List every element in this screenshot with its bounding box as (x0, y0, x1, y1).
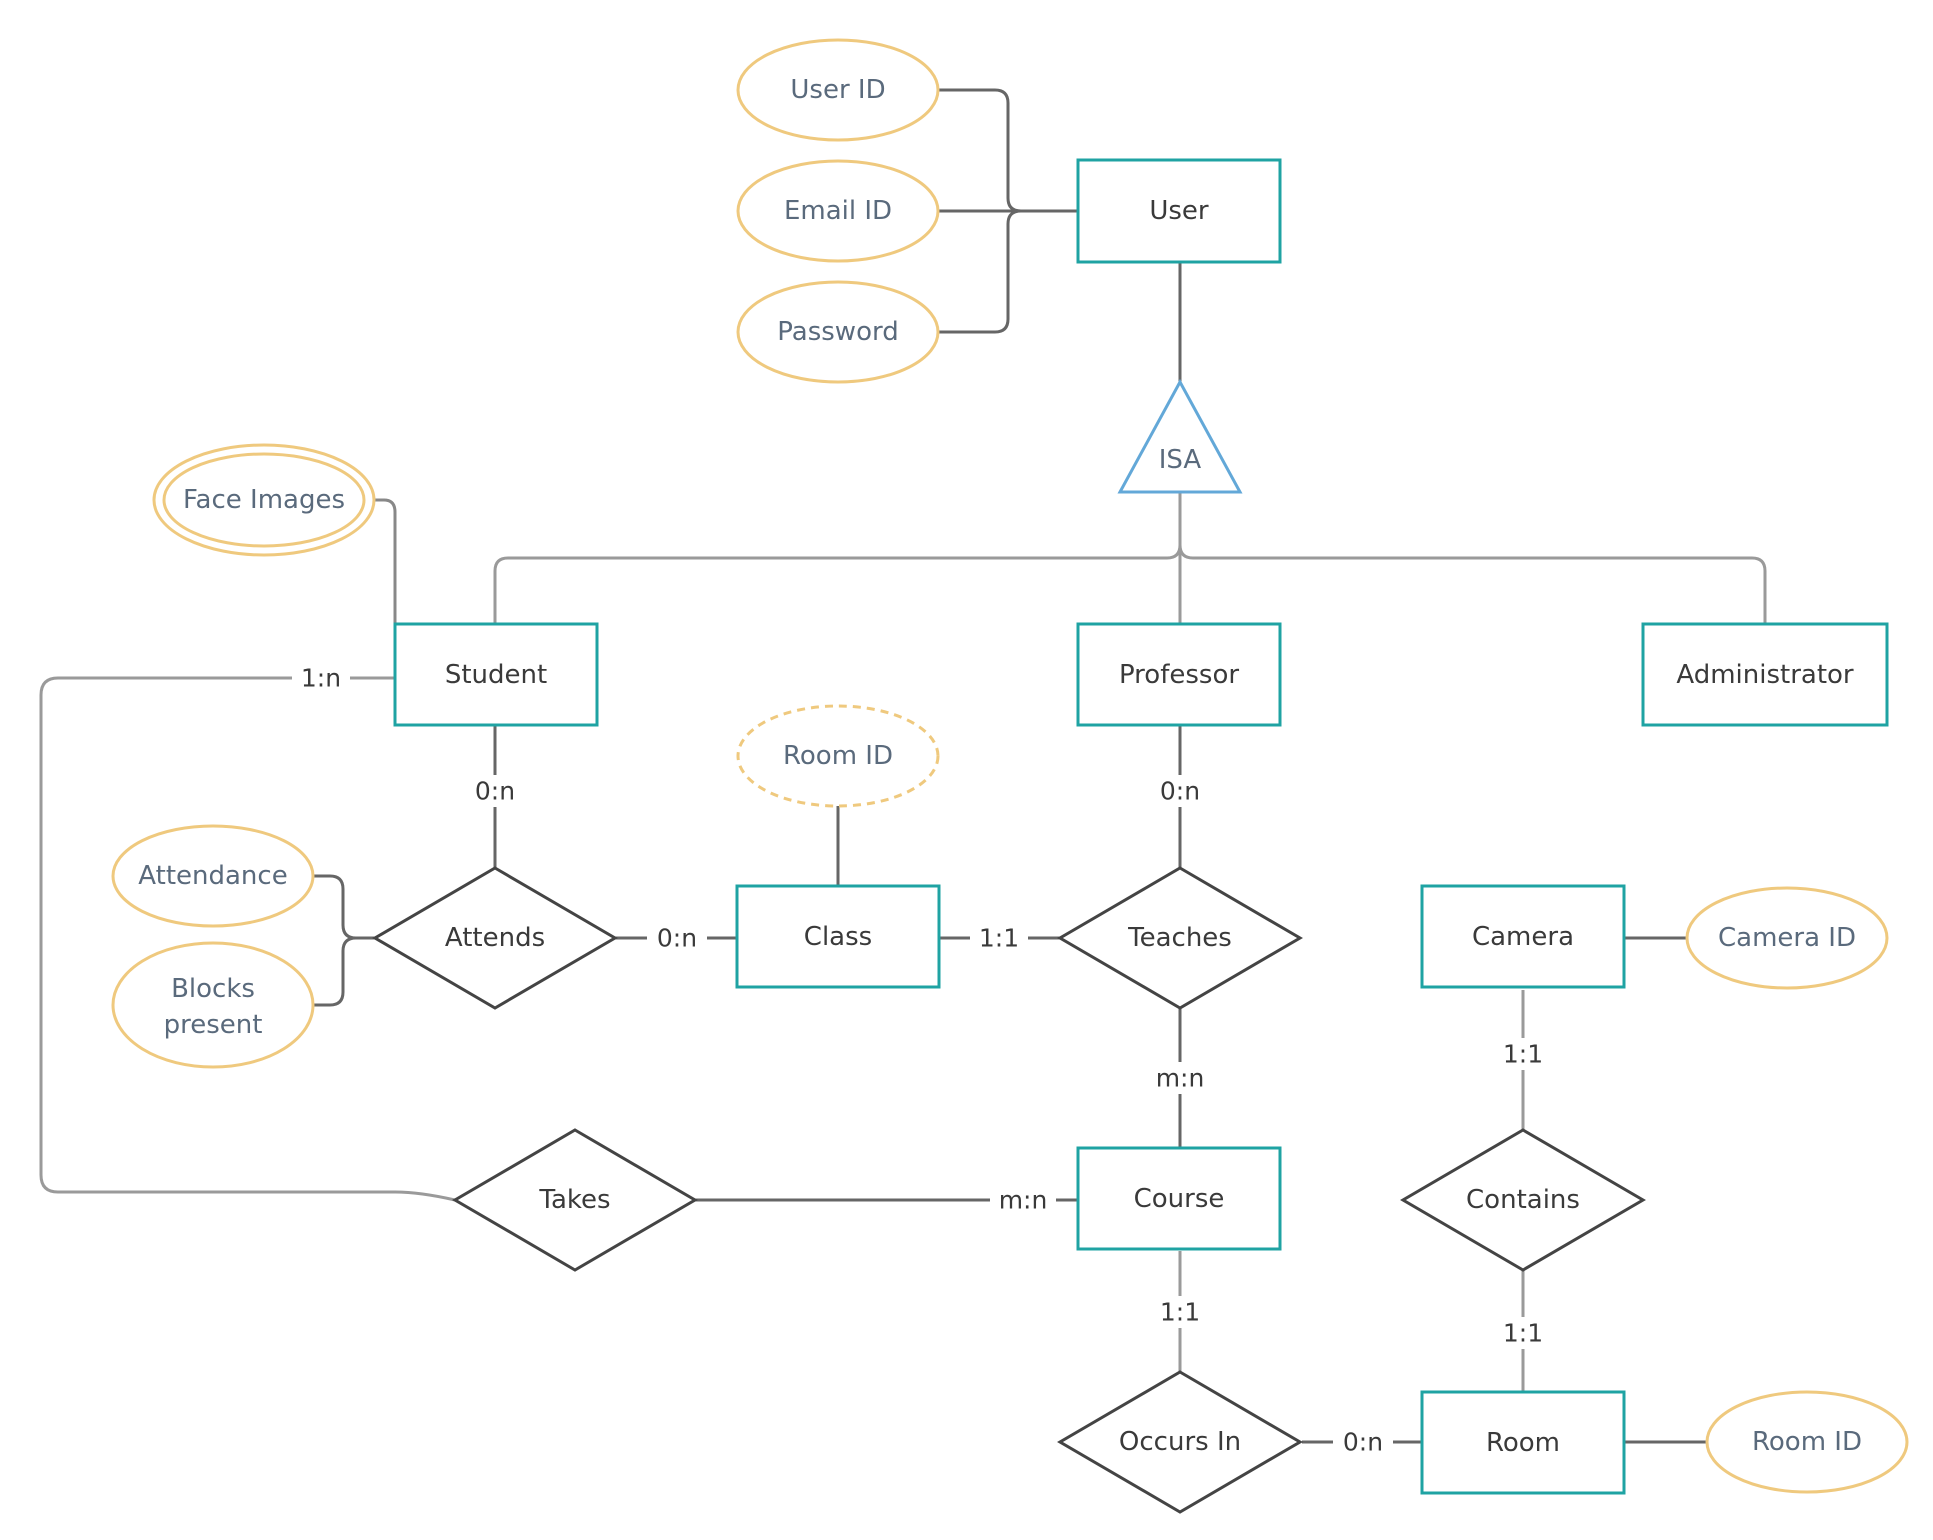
svg-text:1:1: 1:1 (1160, 1298, 1200, 1327)
svg-text:Room: Room (1486, 1428, 1560, 1458)
card-professor-teaches: 0:n (1150, 775, 1210, 807)
line-blocks-attends (312, 936, 375, 1007)
svg-text:0:n: 0:n (1160, 777, 1200, 806)
attribute-face-images-multivalued[interactable]: Face Images (152, 443, 376, 557)
svg-text:1:n: 1:n (301, 664, 341, 693)
svg-text:Takes: Takes (538, 1185, 610, 1215)
entity-course[interactable]: Course (1076, 1146, 1282, 1251)
attribute-user-id[interactable]: User ID (736, 38, 940, 142)
relationship-occurs-in[interactable]: Occurs In (1057, 1370, 1303, 1514)
svg-text:User ID: User ID (790, 75, 885, 105)
line-userid-user (938, 88, 1078, 213)
svg-text:Administrator: Administrator (1676, 660, 1854, 690)
cardinality-labels: 1:n 0:n 0:n 0:n 1:1 m:n m:n 1:1 (292, 662, 1552, 1458)
entity-room[interactable]: Room (1420, 1390, 1626, 1495)
line-faceimages-student (372, 498, 397, 624)
svg-text:User: User (1149, 196, 1209, 226)
svg-text:Attends: Attends (445, 923, 545, 953)
svg-text:0:n: 0:n (475, 777, 515, 806)
svg-text:1:1: 1:1 (979, 924, 1019, 953)
entity-camera[interactable]: Camera (1420, 884, 1626, 989)
svg-text:Class: Class (804, 922, 872, 952)
svg-text:0:n: 0:n (657, 924, 697, 953)
svg-text:Password: Password (777, 317, 898, 347)
attribute-camera-id[interactable]: Camera ID (1685, 886, 1889, 990)
entity-professor[interactable]: Professor (1076, 622, 1282, 727)
attribute-blocks-present[interactable]: Blocks present (111, 941, 315, 1069)
attributes: User ID Email ID Password Face Images Ro… (111, 38, 1909, 1494)
relationships: ISA Attends Teaches Takes Contains Occur… (372, 378, 1646, 1514)
svg-text:Student: Student (445, 660, 547, 690)
card-camera-contains: 1:1 (1494, 1038, 1552, 1070)
svg-text:m:n: m:n (999, 1186, 1048, 1215)
svg-text:Occurs In: Occurs In (1119, 1427, 1241, 1457)
svg-text:Contains: Contains (1466, 1185, 1580, 1215)
card-course-occurs: 1:1 (1151, 1296, 1209, 1328)
entity-class[interactable]: Class (735, 884, 941, 989)
card-contains-room: 1:1 (1494, 1317, 1552, 1349)
line-isa-student (493, 492, 1182, 624)
svg-text:Room ID: Room ID (1752, 1427, 1862, 1457)
attribute-email-id[interactable]: Email ID (736, 159, 940, 263)
attribute-attendance[interactable]: Attendance (111, 824, 315, 928)
relationship-teaches[interactable]: Teaches (1057, 866, 1303, 1010)
card-teaches-course: m:n (1148, 1062, 1212, 1094)
relationship-takes[interactable]: Takes (452, 1128, 698, 1272)
svg-text:Teaches: Teaches (1127, 923, 1232, 953)
svg-text:0:n: 0:n (1343, 1428, 1383, 1457)
svg-text:1:1: 1:1 (1503, 1319, 1543, 1348)
line-password-user (938, 209, 1078, 334)
svg-text:Email ID: Email ID (784, 196, 892, 226)
isa-triangle[interactable]: ISA (1117, 378, 1243, 494)
entity-user[interactable]: User (1076, 158, 1282, 264)
svg-text:ISA: ISA (1159, 445, 1202, 475)
relationship-contains[interactable]: Contains (1400, 1128, 1646, 1272)
svg-text:1:1: 1:1 (1503, 1040, 1543, 1069)
card-takes-course: m:n (990, 1184, 1056, 1216)
line-attendance-attends (312, 874, 375, 940)
svg-text:present: present (164, 1010, 263, 1040)
card-attends-class: 0:n (647, 922, 707, 954)
svg-text:Room ID: Room ID (783, 741, 893, 771)
line-student-takes (39, 676, 456, 1202)
attribute-password[interactable]: Password (736, 280, 940, 384)
svg-text:Camera: Camera (1472, 922, 1574, 952)
card-student-takes: 1:n (292, 662, 350, 694)
svg-text:m:n: m:n (1156, 1064, 1205, 1093)
attribute-room-room-id[interactable]: Room ID (1705, 1390, 1909, 1494)
entity-administrator[interactable]: Administrator (1641, 622, 1889, 727)
entity-student[interactable]: Student (393, 622, 599, 727)
svg-text:Blocks: Blocks (171, 974, 255, 1004)
svg-text:Attendance: Attendance (138, 861, 287, 891)
svg-text:Course: Course (1134, 1184, 1225, 1214)
svg-text:Professor: Professor (1119, 660, 1239, 690)
svg-text:Face Images: Face Images (183, 485, 345, 515)
card-class-teaches: 1:1 (970, 922, 1028, 954)
card-occurs-room: 0:n (1333, 1426, 1393, 1458)
relationship-attends[interactable]: Attends (372, 866, 618, 1010)
svg-text:Camera ID: Camera ID (1718, 923, 1856, 953)
line-isa-admin (1178, 492, 1767, 624)
entities: User Student Professor Administrator Cla… (393, 158, 1889, 1495)
attribute-room-id-derived[interactable]: Room ID (736, 704, 940, 808)
card-student-attends: 0:n (465, 775, 525, 807)
